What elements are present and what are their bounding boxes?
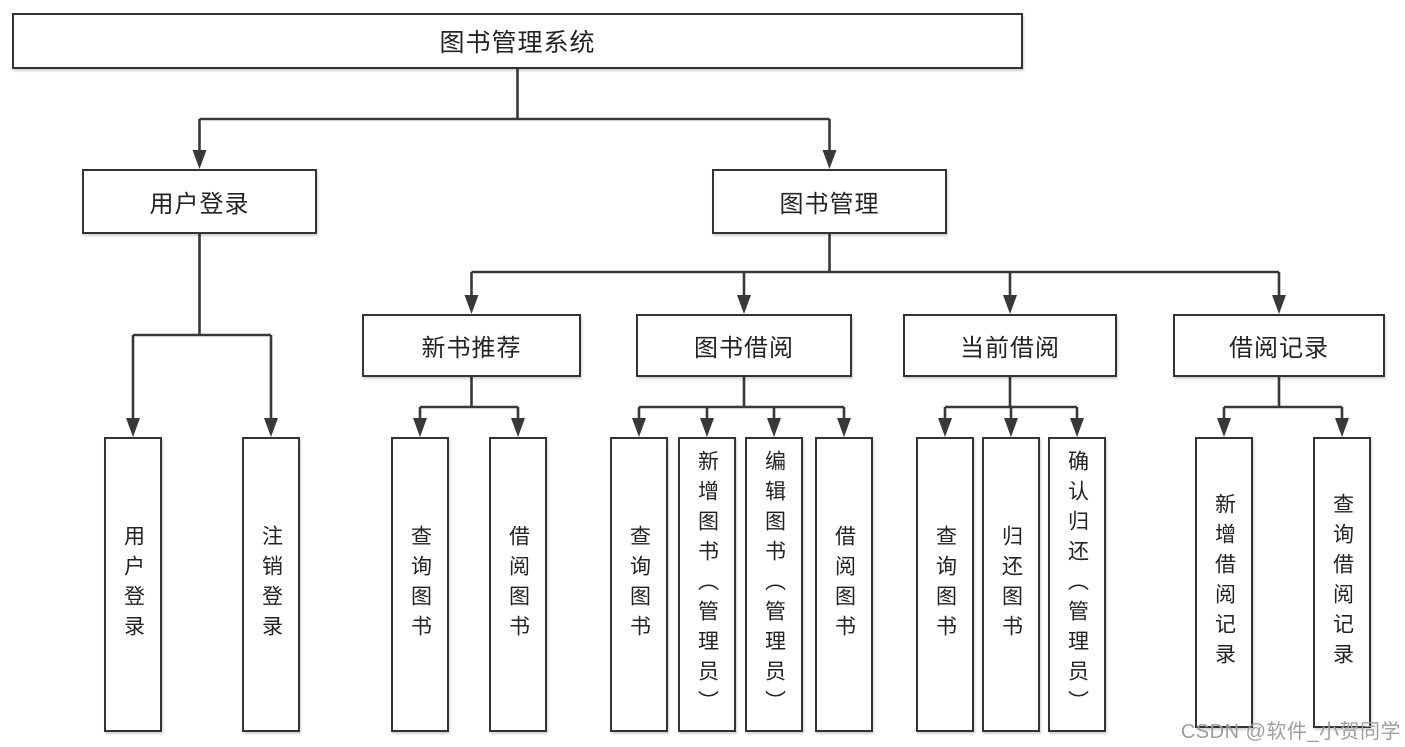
node-label: 用户登录: [121, 524, 145, 645]
leaf-records-add-record: 新增借阅记录: [1195, 437, 1253, 728]
leaf-newbooks-query-book: 查询图书: [391, 437, 449, 732]
arrow-down-icon: [511, 418, 525, 437]
node-label: 查询图书: [408, 524, 432, 645]
connector-newbooks-to-leaves: [418, 377, 520, 420]
node-label: 借阅图书: [506, 524, 530, 645]
arrow-down-icon: [1070, 418, 1084, 437]
node-label: 确认归还（管理员）: [1065, 449, 1089, 720]
arrow-down-icon: [1004, 418, 1018, 437]
arrow-down-icon: [413, 418, 427, 437]
connector-root-to-level2: [198, 69, 831, 152]
node-label: 注销登录: [259, 524, 283, 645]
leaf-user-login: 用户登录: [104, 437, 162, 732]
node-label: 用户登录: [149, 191, 250, 218]
node-new-book-recommend: 新书推荐: [362, 314, 581, 377]
arrow-down-icon: [632, 418, 646, 437]
node-label: 借阅图书: [832, 524, 856, 645]
connector-bookmgmt-to-level3: [470, 234, 1281, 297]
leaf-current-return-book: 归还图书: [982, 437, 1040, 732]
arrow-down-icon: [938, 418, 952, 437]
arrow-down-icon: [1003, 295, 1017, 314]
arrow-down-icon: [700, 418, 714, 437]
leaf-logout-login: 注销登录: [242, 437, 300, 732]
node-label: 当前借阅: [960, 335, 1060, 362]
arrow-down-icon: [1335, 418, 1349, 437]
node-label: 图书管理: [779, 191, 880, 218]
node-label: 图书借阅: [694, 335, 794, 362]
arrowheads: [126, 150, 1349, 437]
node-label: 查询图书: [627, 524, 651, 645]
arrow-down-icon: [737, 295, 751, 314]
leaf-borrow-borrow-book: 借阅图书: [815, 437, 873, 732]
node-label: 新书推荐: [421, 335, 522, 362]
connector-userlogin-to-leaves: [131, 234, 273, 420]
leaf-current-query-book: 查询图书: [916, 437, 974, 732]
arrow-down-icon: [1272, 295, 1286, 314]
leaf-borrow-query-book: 查询图书: [610, 437, 668, 732]
node-library-management-system: 图书管理系统: [12, 13, 1023, 69]
arrow-down-icon: [822, 150, 837, 169]
node-label: 查询图书: [933, 524, 957, 645]
node-label: 归还图书: [999, 524, 1023, 645]
arrow-down-icon: [192, 150, 207, 169]
node-label: 图书管理系统: [439, 29, 596, 57]
node-label: 新增图书（管理员）: [695, 449, 719, 720]
node-book-borrow: 图书借阅: [636, 314, 852, 377]
node-book-management: 图书管理: [712, 169, 947, 234]
arrow-down-icon: [126, 418, 140, 437]
arrow-down-icon: [1217, 418, 1231, 437]
node-label: 查询借阅记录: [1330, 492, 1354, 673]
node-label: 新增借阅记录: [1212, 492, 1236, 673]
leaf-borrow-add-book-admin: 新增图书（管理员）: [678, 437, 736, 732]
connector-records-to-leaves: [1222, 377, 1344, 420]
leaf-borrow-edit-book-admin: 编辑图书（管理员）: [745, 437, 803, 732]
node-label: 借阅记录: [1229, 335, 1329, 362]
connector-currentborrow-to-leaves: [943, 377, 1079, 420]
node-user-login: 用户登录: [82, 169, 317, 234]
arrow-down-icon: [837, 418, 851, 437]
leaf-current-confirm-return-admin: 确认归还（管理员）: [1048, 437, 1106, 732]
node-borrow-records: 借阅记录: [1173, 314, 1385, 377]
node-current-borrow: 当前借阅: [903, 314, 1117, 377]
arrow-down-icon: [767, 418, 781, 437]
connector-bookborrow-to-leaves: [637, 377, 846, 420]
node-label: 编辑图书（管理员）: [762, 449, 786, 720]
arrow-down-icon: [264, 418, 278, 437]
leaf-records-query-record: 查询借阅记录: [1313, 437, 1371, 728]
csdn-watermark: CSDN @软件_小贺同学: [1180, 721, 1401, 743]
arrow-down-icon: [464, 295, 479, 314]
leaf-newbooks-borrow-book: 借阅图书: [489, 437, 547, 732]
